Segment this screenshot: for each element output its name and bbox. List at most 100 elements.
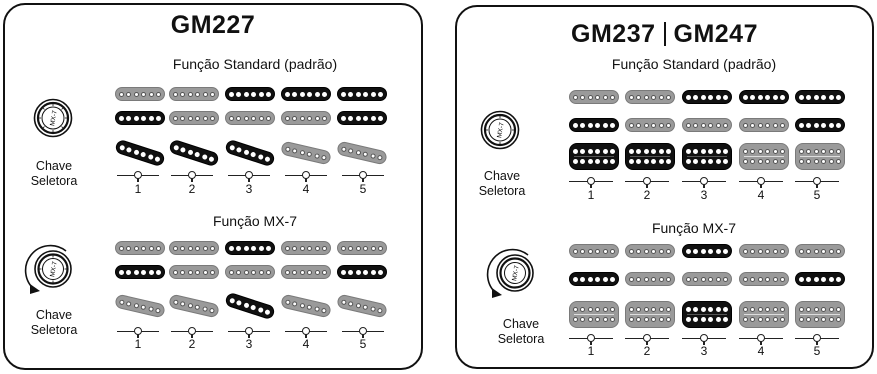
single-coil-pickup-icon bbox=[168, 138, 220, 168]
single-coil-pickup-icon bbox=[169, 241, 219, 255]
switch-position-marker-icon bbox=[285, 169, 327, 183]
position-label: 5 bbox=[813, 344, 821, 358]
humbucker-pickup-icon bbox=[569, 301, 619, 328]
single-coil-pickup-icon bbox=[682, 244, 732, 258]
single-coil-pickup-icon bbox=[225, 111, 275, 125]
single-coil-pickup-icon bbox=[281, 87, 331, 101]
position-label: 1 bbox=[134, 182, 142, 196]
single-coil-pickup-icon bbox=[739, 118, 789, 132]
single-coil-pickup-icon bbox=[682, 118, 732, 132]
position-label: 4 bbox=[757, 344, 765, 358]
selector-label: Chave Seletora bbox=[497, 317, 545, 346]
switch-position-marker-icon bbox=[739, 332, 783, 346]
single-coil-pickup-icon bbox=[115, 265, 165, 279]
position-label: 1 bbox=[587, 188, 595, 202]
single-coil-pickup-icon bbox=[625, 272, 675, 286]
single-coil-pickup-icon bbox=[625, 118, 675, 132]
single-coil-pickup-icon bbox=[169, 111, 219, 125]
humbucker-pickup-icon bbox=[625, 301, 675, 328]
single-coil-pickup-icon bbox=[739, 272, 789, 286]
single-coil-pickup-icon bbox=[115, 87, 165, 101]
switch-position-marker-icon bbox=[569, 175, 613, 189]
panel-title: GM227 bbox=[170, 11, 256, 39]
position-label: 3 bbox=[700, 188, 708, 202]
position-label: 3 bbox=[700, 344, 708, 358]
mx7-function-title: Função MX-7 bbox=[212, 213, 298, 229]
humbucker-pickup-icon bbox=[625, 143, 675, 170]
position-label: 2 bbox=[643, 188, 651, 202]
selector-knob-icon: MX-7 bbox=[33, 98, 73, 138]
selector-label: Chave Seletora bbox=[30, 308, 78, 337]
humbucker-pickup-icon bbox=[739, 143, 789, 170]
humbucker-pickup-icon bbox=[682, 143, 732, 170]
single-coil-pickup-icon bbox=[225, 87, 275, 101]
svg-text:MX-7: MX-7 bbox=[49, 110, 59, 127]
switch-position-marker-icon bbox=[171, 325, 213, 339]
single-coil-pickup-icon bbox=[224, 291, 276, 321]
switch-position-marker-icon bbox=[739, 175, 783, 189]
single-coil-pickup-icon bbox=[739, 90, 789, 104]
switch-position-marker-icon bbox=[342, 325, 384, 339]
single-coil-pickup-icon bbox=[337, 87, 387, 101]
rotation-arrow-icon bbox=[492, 288, 502, 298]
single-coil-pickup-icon bbox=[337, 111, 387, 125]
single-coil-pickup-icon bbox=[337, 241, 387, 255]
svg-text:MX-7: MX-7 bbox=[511, 265, 521, 282]
switch-position-marker-icon bbox=[625, 332, 669, 346]
switch-position-marker-icon bbox=[228, 325, 270, 339]
single-coil-pickup-icon bbox=[625, 90, 675, 104]
single-coil-pickup-icon bbox=[336, 140, 388, 166]
single-coil-pickup-icon bbox=[280, 140, 332, 166]
single-coil-pickup-icon bbox=[336, 293, 388, 319]
switch-position-marker-icon bbox=[795, 175, 839, 189]
selector-knob-icon: MX-7 bbox=[486, 248, 534, 298]
position-label: 3 bbox=[245, 182, 253, 196]
svg-text:MX-7: MX-7 bbox=[49, 261, 59, 278]
gm227-panel: GM227 Função Standard (padrão) Função MX… bbox=[3, 3, 423, 370]
single-coil-pickup-icon bbox=[569, 244, 619, 258]
panel-title: GM237 GM247 bbox=[457, 20, 872, 49]
single-coil-pickup-icon bbox=[795, 272, 845, 286]
switch-position-marker-icon bbox=[625, 175, 669, 189]
switch-position-marker-icon bbox=[682, 175, 726, 189]
standard-function-title: Função Standard (padrão) bbox=[611, 56, 777, 72]
single-coil-pickup-icon bbox=[169, 87, 219, 101]
selector-knob-icon: MX-7 bbox=[480, 110, 520, 150]
switch-position-marker-icon bbox=[117, 325, 159, 339]
single-coil-pickup-icon bbox=[795, 244, 845, 258]
humbucker-pickup-icon bbox=[569, 143, 619, 170]
single-coil-pickup-icon bbox=[115, 241, 165, 255]
humbucker-pickup-icon bbox=[795, 301, 845, 328]
humbucker-pickup-icon bbox=[795, 143, 845, 170]
switch-position-marker-icon bbox=[342, 169, 384, 183]
single-coil-pickup-icon bbox=[281, 111, 331, 125]
position-label: 1 bbox=[134, 337, 142, 351]
position-label: 4 bbox=[302, 182, 310, 196]
position-label: 2 bbox=[188, 182, 196, 196]
mx7-function-title: Função MX-7 bbox=[651, 220, 737, 236]
position-label: 2 bbox=[643, 344, 651, 358]
panel-title-a: GM237 bbox=[571, 20, 656, 48]
single-coil-pickup-icon bbox=[280, 293, 332, 319]
single-coil-pickup-icon bbox=[337, 265, 387, 279]
single-coil-pickup-icon bbox=[114, 293, 166, 319]
standard-function-title: Função Standard (padrão) bbox=[172, 56, 338, 72]
single-coil-pickup-icon bbox=[281, 265, 331, 279]
position-label: 2 bbox=[188, 337, 196, 351]
humbucker-pickup-icon bbox=[682, 301, 732, 328]
single-coil-pickup-icon bbox=[168, 293, 220, 319]
single-coil-pickup-icon bbox=[739, 244, 789, 258]
humbucker-pickup-icon bbox=[739, 301, 789, 328]
switch-position-marker-icon bbox=[569, 332, 613, 346]
panel-title-b: GM247 bbox=[673, 20, 758, 48]
single-coil-pickup-icon bbox=[569, 272, 619, 286]
single-coil-pickup-icon bbox=[569, 90, 619, 104]
position-label: 5 bbox=[359, 182, 367, 196]
position-label: 4 bbox=[302, 337, 310, 351]
switch-position-marker-icon bbox=[795, 332, 839, 346]
single-coil-pickup-icon bbox=[169, 265, 219, 279]
single-coil-pickup-icon bbox=[114, 138, 166, 168]
single-coil-pickup-icon bbox=[795, 90, 845, 104]
single-coil-pickup-icon bbox=[682, 90, 732, 104]
position-label: 4 bbox=[757, 188, 765, 202]
